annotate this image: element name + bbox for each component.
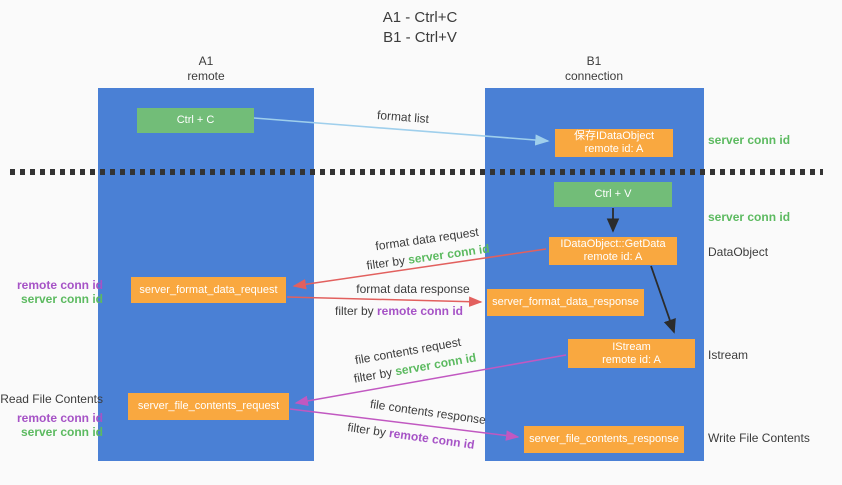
getdata-remote-id: remote id: A bbox=[583, 251, 643, 263]
format-list-label: format list bbox=[376, 107, 430, 127]
ctrl-v-node: Ctrl + V bbox=[554, 182, 672, 207]
server-file-contents-request-node: server_file_contents_request bbox=[128, 393, 289, 420]
lane-header-a1: A1 remote bbox=[146, 54, 266, 84]
annotation-server-conn-id-1: server conn id bbox=[20, 292, 103, 306]
format-data-response-label: format data response bbox=[356, 282, 470, 296]
filter-by-text: filter by bbox=[334, 304, 377, 318]
annotation-write-file-contents: Write File Contents bbox=[708, 431, 810, 445]
filter-by-text: filter by bbox=[365, 252, 410, 273]
filter-by-text: filter by bbox=[352, 364, 397, 386]
lane-a1-role: remote bbox=[187, 69, 225, 83]
format-data-response-arrow bbox=[286, 296, 483, 307]
server-format-data-request-node: server_format_data_request bbox=[131, 277, 286, 303]
lane-header-b1: B1 connection bbox=[534, 54, 654, 84]
save-idataobject-title: 保存IDataObject bbox=[573, 130, 655, 142]
remote-conn-id-text: remote conn id bbox=[377, 304, 464, 318]
annotation-remote-conn-id-1: remote conn id bbox=[16, 278, 103, 292]
annotation-server-conn-id-2: server conn id bbox=[20, 425, 103, 439]
filter-by-text: filter by bbox=[346, 420, 391, 440]
annotation-remote-conn-id-2: remote conn id bbox=[16, 411, 103, 425]
save-idataobject-node: 保存IDataObject remote id: A bbox=[555, 129, 673, 157]
ctrl-c-node: Ctrl + C bbox=[137, 108, 254, 133]
getdata-title: IDataObject::GetData bbox=[560, 238, 666, 250]
annotation-read-file-contents: Read File Contents bbox=[0, 392, 103, 406]
lane-a1-id: A1 bbox=[198, 54, 214, 68]
save-idataobject-remote-id: remote id: A bbox=[584, 143, 644, 155]
session-divider-dotted-line bbox=[10, 169, 823, 175]
getdata-node: IDataObject::GetData remote id: A bbox=[549, 237, 677, 265]
title-line-2: B1 - Ctrl+V bbox=[383, 29, 457, 46]
lane-b1-role: connection bbox=[564, 69, 624, 83]
annotation-dataobject: DataObject bbox=[708, 245, 769, 259]
diagram-title: A1 - Ctrl+C B1 - Ctrl+V bbox=[300, 8, 540, 48]
server-file-contents-response-node: server_file_contents_response bbox=[524, 426, 684, 453]
filter-by-remote-conn-id-label-1: filter by remote conn id bbox=[319, 304, 479, 318]
title-line-1: A1 - Ctrl+C bbox=[382, 9, 458, 26]
lane-b1-id: B1 bbox=[586, 54, 602, 68]
remote-conn-id-text: remote conn id bbox=[388, 426, 476, 452]
annotation-server-conn-id-top: server conn id bbox=[708, 133, 791, 147]
istream-node: IStream remote id: A bbox=[568, 339, 695, 368]
annotation-istream: Istream bbox=[708, 348, 749, 362]
istream-title: IStream bbox=[612, 340, 651, 353]
istream-remote-id: remote id: A bbox=[602, 353, 661, 366]
server-format-data-response-node: server_format_data_response bbox=[487, 289, 644, 316]
annotation-server-conn-id-mid: server conn id bbox=[708, 210, 791, 224]
